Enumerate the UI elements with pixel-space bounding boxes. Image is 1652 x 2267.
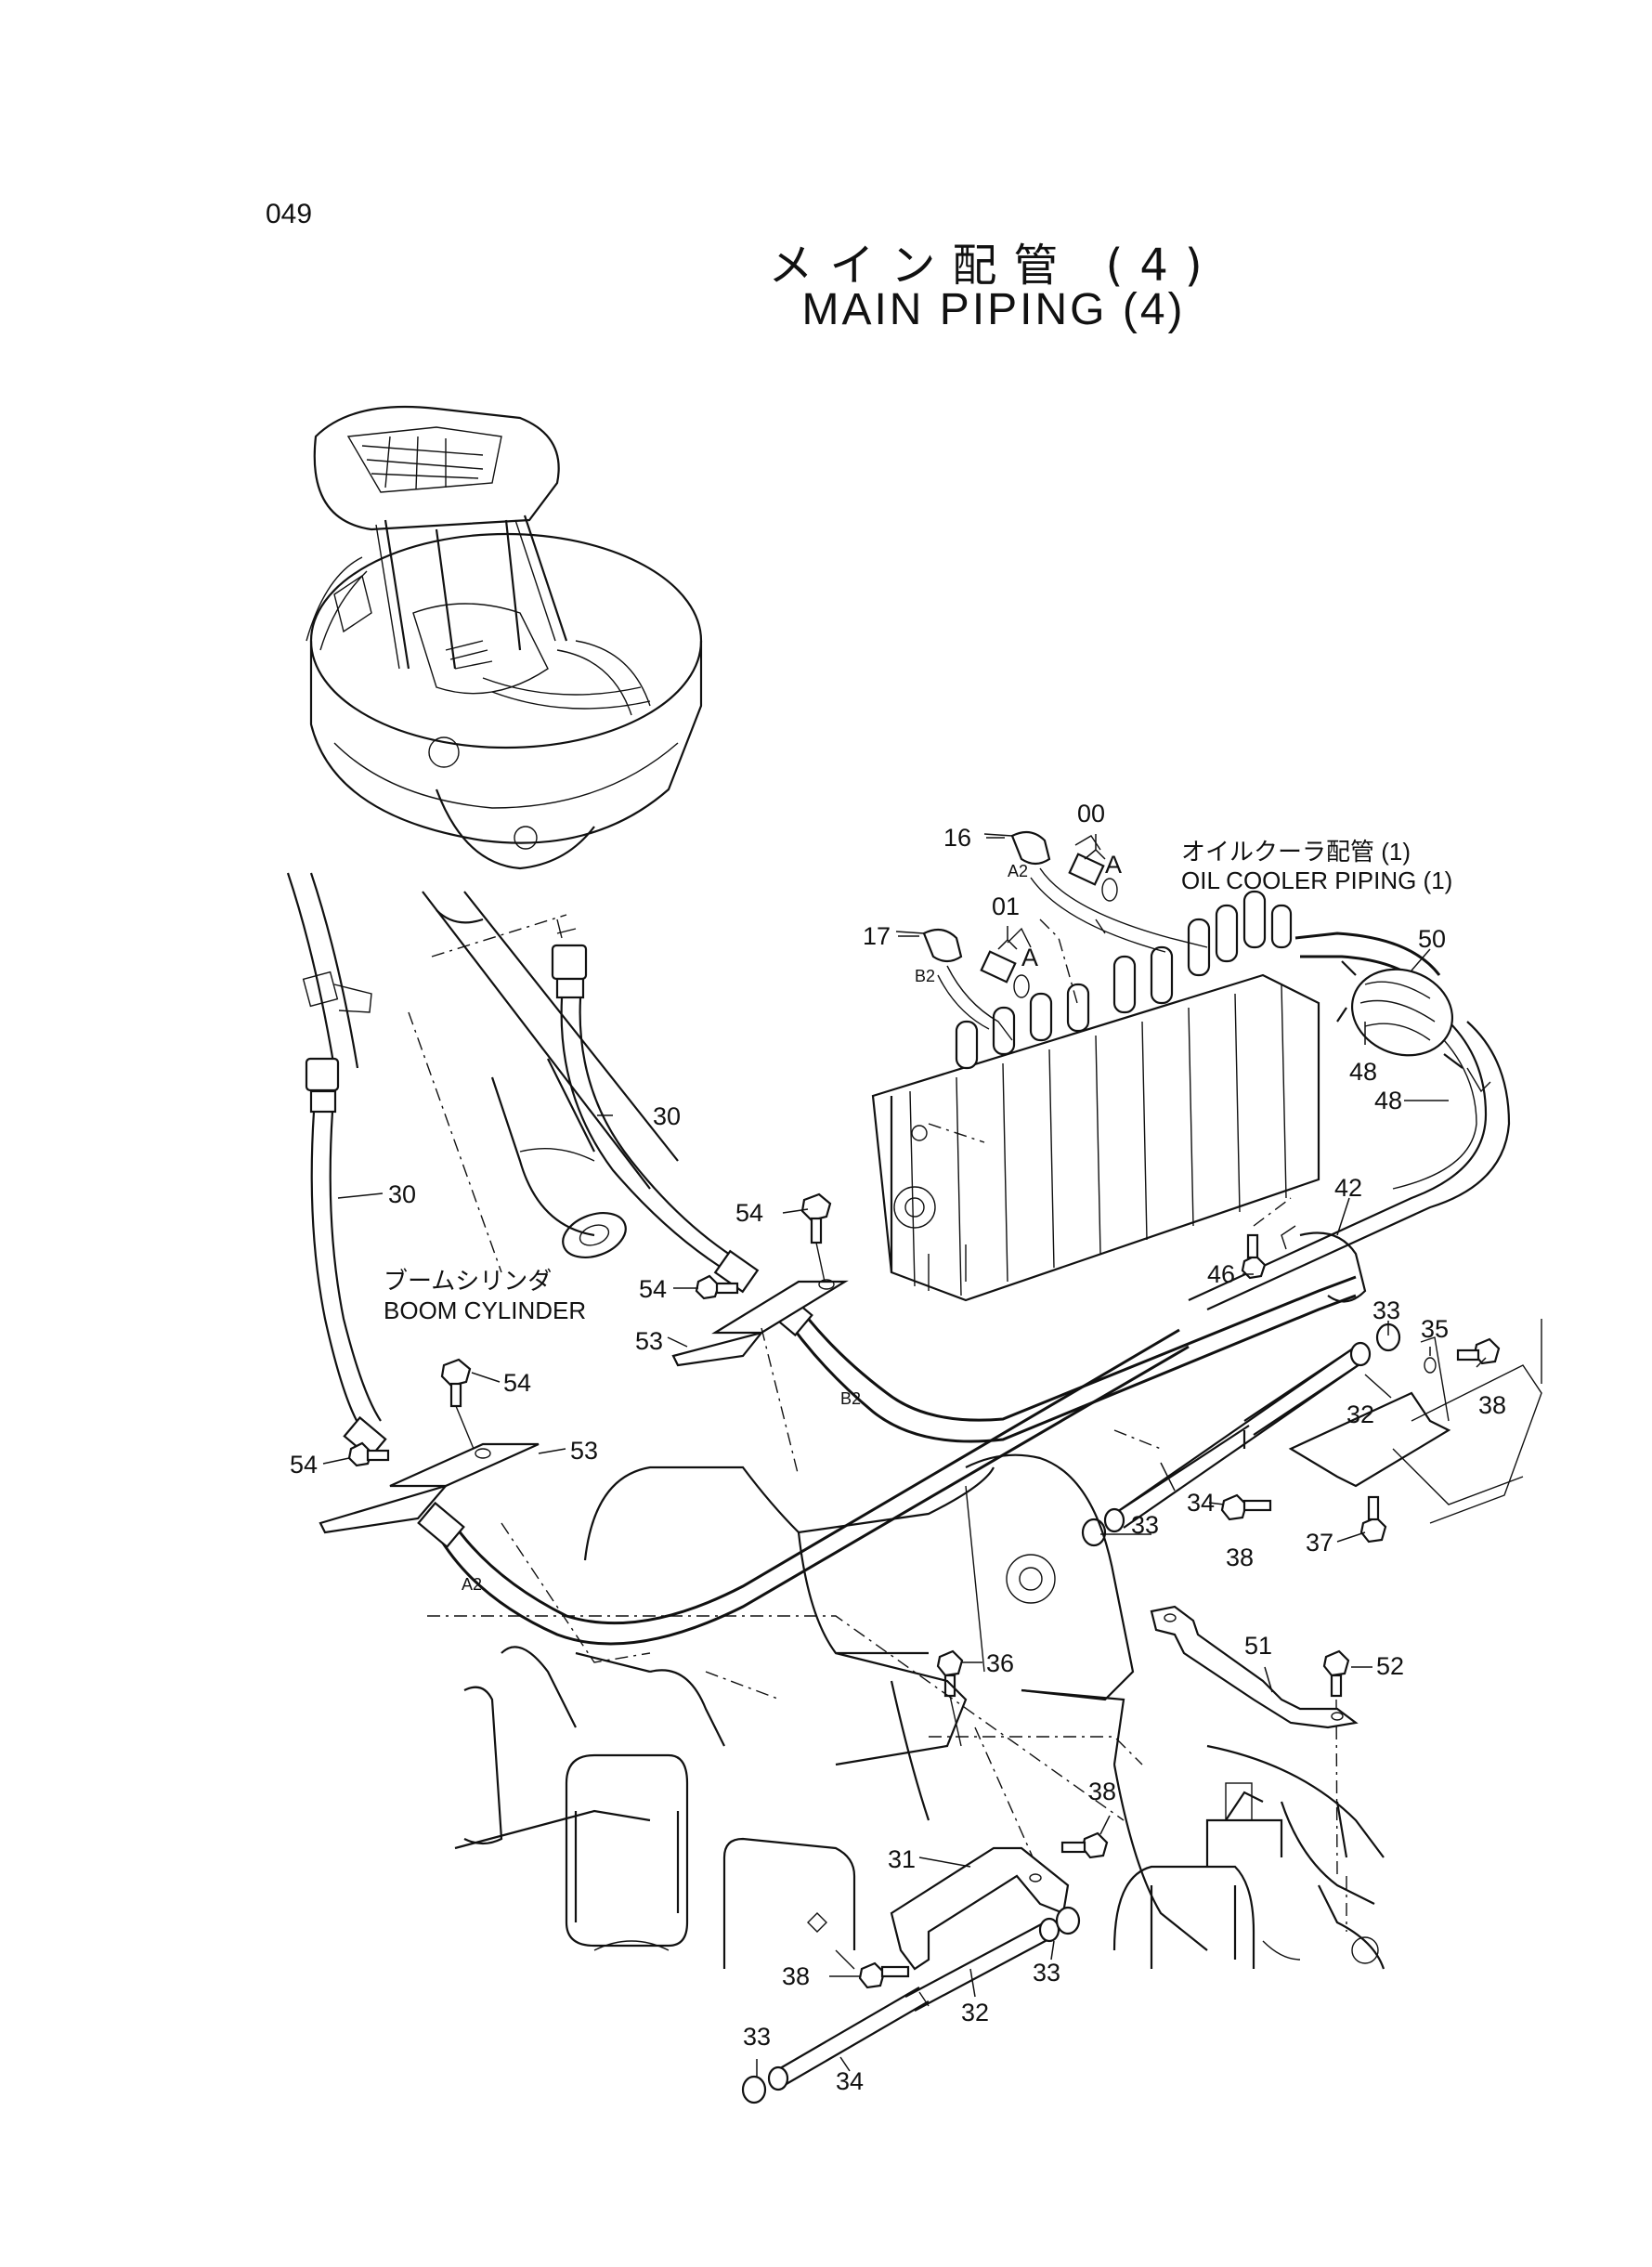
callout-37: 37	[1306, 1529, 1333, 1557]
callout-46: 46	[1207, 1260, 1235, 1288]
callout-34-bottom: 34	[836, 2067, 864, 2095]
port-label-a2-hose: A2	[462, 1575, 482, 1594]
callout-48-upper: 48	[1349, 1058, 1377, 1086]
bolt-54-right	[695, 1274, 739, 1300]
callout-31: 31	[888, 1845, 916, 1873]
pipe-guard-assembly-right	[1081, 1319, 1542, 1547]
callout-17: 17	[863, 922, 891, 950]
callout-53-upper: 53	[635, 1327, 663, 1355]
oil-cooler-note-japanese: オイルクーラ配管 (1)	[1181, 838, 1411, 866]
bolt-38-bottom-left	[858, 1961, 910, 1989]
upper-frame-illustration	[408, 919, 1385, 1970]
callout-33-bottom-right: 33	[1033, 1959, 1060, 1987]
callout-38-bottom-left: 38	[782, 1962, 810, 1990]
part-callouts: 00 01 16 17 50 48 48 42 46 33 35 38 32 3…	[290, 800, 1506, 2095]
page-number: 049	[266, 199, 313, 229]
callout-50: 50	[1418, 925, 1446, 953]
view-a-label-upper: A	[1105, 851, 1122, 879]
port-label-b2-hose: B2	[840, 1389, 861, 1408]
bolt-38-center	[1220, 1493, 1272, 1521]
callout-38-bottom-right: 38	[1088, 1778, 1116, 1805]
callout-30-right: 30	[653, 1102, 681, 1130]
bracket-53-upper	[671, 1279, 849, 1367]
oil-cooler-note-english: OIL COOLER PIPING (1)	[1181, 866, 1452, 894]
leader-lines	[322, 834, 1487, 2077]
bolts-illustration	[347, 1192, 1501, 1989]
pipe-guard-assembly-bottom	[741, 1846, 1081, 2104]
callout-54-upper: 54	[735, 1199, 763, 1227]
hydraulic-hoses-illustration	[305, 944, 1367, 1646]
callout-54-left: 54	[290, 1451, 318, 1479]
bracket-51	[1150, 1605, 1359, 1729]
callout-42: 42	[1334, 1174, 1362, 1202]
bolt-46	[1241, 1197, 1292, 1280]
callout-36: 36	[986, 1649, 1014, 1677]
oil-cooler-pipes-illustration	[1188, 932, 1511, 1310]
control-valve-illustration	[871, 890, 1320, 1302]
bolt-37	[1359, 1495, 1387, 1544]
callout-54-lower: 54	[503, 1369, 531, 1397]
callout-16: 16	[943, 824, 971, 852]
callout-33-bottom-left: 33	[743, 2023, 771, 2051]
callout-48-lower: 48	[1374, 1087, 1402, 1114]
callout-32-right: 32	[1346, 1401, 1374, 1428]
callout-00: 00	[1077, 800, 1105, 827]
callout-35: 35	[1421, 1315, 1449, 1343]
boom-cylinder-note-japanese: ブームシリンダ	[384, 1267, 552, 1295]
bolt-36	[936, 1649, 964, 1747]
callout-51: 51	[1244, 1632, 1272, 1660]
callout-53-lower: 53	[570, 1437, 598, 1465]
callout-33-right-lower: 33	[1131, 1511, 1159, 1539]
bolt-54-upper	[800, 1192, 832, 1283]
callout-52: 52	[1376, 1652, 1404, 1680]
bolt-38-bottom-right	[1060, 1831, 1109, 1859]
boom-cylinder-note-english: BOOM CYLINDER	[384, 1296, 586, 1324]
callout-38-center: 38	[1226, 1544, 1254, 1571]
callout-38-right: 38	[1478, 1391, 1506, 1419]
callout-33-right-upper: 33	[1372, 1296, 1400, 1324]
port-label-a2-top: A2	[1008, 862, 1028, 880]
view-a-label-lower: A	[1021, 944, 1038, 971]
boom-cylinder-illustration	[286, 872, 679, 1258]
callout-30-left: 30	[388, 1180, 416, 1208]
callout-54-right: 54	[639, 1275, 667, 1303]
callout-34-right: 34	[1187, 1489, 1215, 1517]
callout-01: 01	[992, 892, 1020, 920]
bolt-52	[1322, 1649, 1350, 1877]
page-title-english: MAIN PIPING (4)	[801, 285, 1186, 334]
valve-spool-caps	[955, 890, 1293, 1070]
port-label-b2-top: B2	[915, 967, 935, 985]
bolt-38-right	[1456, 1337, 1501, 1365]
page-title-japanese: メイン配管 (4)	[768, 240, 1219, 292]
callout-32-bottom: 32	[961, 1999, 989, 2026]
elbow-fittings-illustration	[895, 830, 1208, 1041]
excavator-overview-illustration	[306, 405, 703, 870]
bracket-53-lower	[319, 1442, 540, 1534]
bolt-54-lower	[440, 1358, 475, 1450]
